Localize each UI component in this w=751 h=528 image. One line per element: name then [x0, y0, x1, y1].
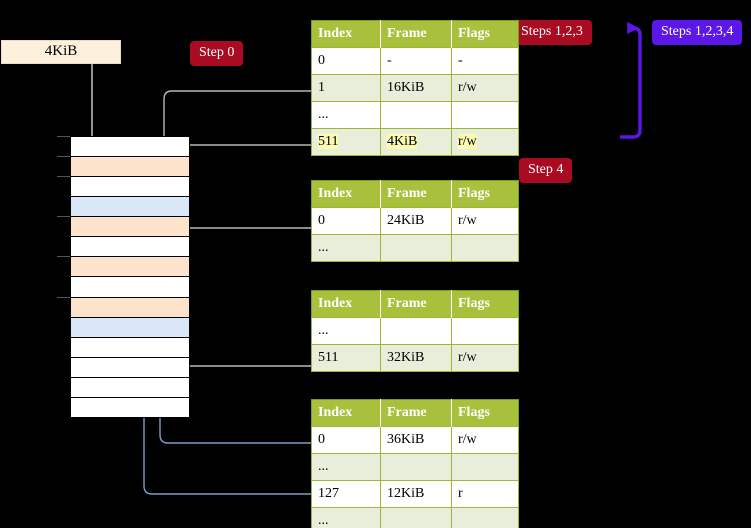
table-cell-flags: r/w: [451, 207, 519, 235]
badge-step-4: Step 4: [519, 158, 573, 183]
connector-pml4-511: [170, 144, 311, 183]
column-header-flags: Flags: [451, 290, 519, 318]
table-cell-index: ...: [311, 453, 381, 481]
badge-steps-123-label: Steps 1,2,3: [521, 24, 583, 39]
table-row: ...: [311, 453, 519, 481]
memory-row-tick: [57, 156, 70, 157]
table-cell-flags: [451, 101, 519, 129]
size-box-4kib: 4KiB: [1, 40, 121, 64]
memory-row: [71, 136, 189, 157]
table-cell-flags: r/w: [451, 74, 519, 102]
memory-row: [71, 336, 189, 357]
table-cell-index: ...: [311, 507, 381, 528]
table-row: ...: [311, 317, 519, 345]
memory-row-tick: [57, 136, 70, 137]
memory-row: [71, 376, 189, 397]
column-header-frame: Frame: [380, 290, 452, 318]
memory-row: [71, 396, 189, 417]
column-header-index: Index: [311, 290, 381, 318]
table-cell-index: ...: [311, 234, 381, 262]
table-cell-index: 0: [311, 426, 381, 454]
column-header-frame: Frame: [380, 20, 452, 48]
badge-step-4-label: Step 4: [528, 162, 564, 177]
table-row: ...: [311, 507, 519, 528]
table-cell-frame: [380, 453, 452, 481]
table-cell-frame: 16KiB: [380, 74, 452, 102]
connector-pdpt: [178, 227, 311, 271]
table-cell-index: ...: [311, 101, 381, 129]
column-header-flags: Flags: [451, 399, 519, 427]
table-cell-frame: 24KiB: [380, 207, 452, 235]
column-header-index: Index: [311, 20, 381, 48]
table-cell-index: 0: [311, 207, 381, 235]
table-cell-index: 511: [311, 128, 381, 156]
column-header-flags: Flags: [451, 180, 519, 208]
memory-row: [71, 256, 189, 277]
size-box-label: 4KiB: [44, 43, 78, 59]
column-header-frame: Frame: [380, 399, 452, 427]
memory-row: [71, 196, 189, 217]
column-header-index: Index: [311, 399, 381, 427]
table-cell-frame: [380, 234, 452, 262]
table-cell-frame: 12KiB: [380, 480, 452, 508]
table-cell-flags: -: [451, 47, 519, 75]
table-cell-flags: r: [451, 480, 519, 508]
table-cell-flags: r/w: [451, 426, 519, 454]
memory-row: [71, 316, 189, 337]
table-cell-frame: [380, 507, 452, 528]
table-cell-frame: 32KiB: [380, 344, 452, 372]
memory-grid: [70, 136, 190, 418]
table-row: 0--: [311, 47, 519, 75]
arrow-steps-1234: [620, 22, 642, 139]
memory-row: [71, 356, 189, 377]
table-cell-flags: r/w: [451, 128, 519, 156]
badge-steps-1234-label: Steps 1,2,3,4: [661, 24, 734, 39]
table-cell-index: 511: [311, 344, 381, 372]
table-cell-index: 1: [311, 74, 381, 102]
memory-row-tick: [57, 216, 70, 217]
table-row: ...: [311, 101, 519, 129]
table-cell-frame: -: [380, 47, 452, 75]
table-row: ...: [311, 234, 519, 262]
badge-steps-123: Steps 1,2,3: [512, 20, 592, 45]
column-header-flags: Flags: [451, 20, 519, 48]
table-cell-flags: [451, 317, 519, 345]
table-cell-flags: r/w: [451, 344, 519, 372]
column-header-frame: Frame: [380, 180, 452, 208]
column-header-index: Index: [311, 180, 381, 208]
memory-row: [71, 276, 189, 297]
memory-row: [71, 156, 189, 177]
memory-row-tick: [57, 176, 70, 177]
connector-pd: [172, 313, 311, 367]
table-cell-frame: [380, 317, 452, 345]
badge-step-0-label: Step 0: [199, 45, 235, 60]
badge-step-0: Step 0: [190, 41, 244, 66]
memory-row: [71, 176, 189, 197]
table-cell-frame: 4KiB: [380, 128, 452, 156]
table-cell-index: ...: [311, 317, 381, 345]
table-cell-frame: 36KiB: [380, 426, 452, 454]
table-cell-flags: [451, 507, 519, 528]
table-cell-index: 0: [311, 47, 381, 75]
table-cell-flags: [451, 453, 519, 481]
badge-steps-1234: Steps 1,2,3,4: [652, 20, 743, 45]
table-cell-frame: [380, 101, 452, 129]
table-cell-flags: [451, 234, 519, 262]
table-cell-index: 127: [311, 480, 381, 508]
memory-row-tick: [57, 297, 70, 298]
memory-row-tick: [57, 256, 70, 257]
memory-row: [71, 236, 189, 257]
memory-row: [71, 216, 189, 237]
memory-row: [71, 296, 189, 317]
